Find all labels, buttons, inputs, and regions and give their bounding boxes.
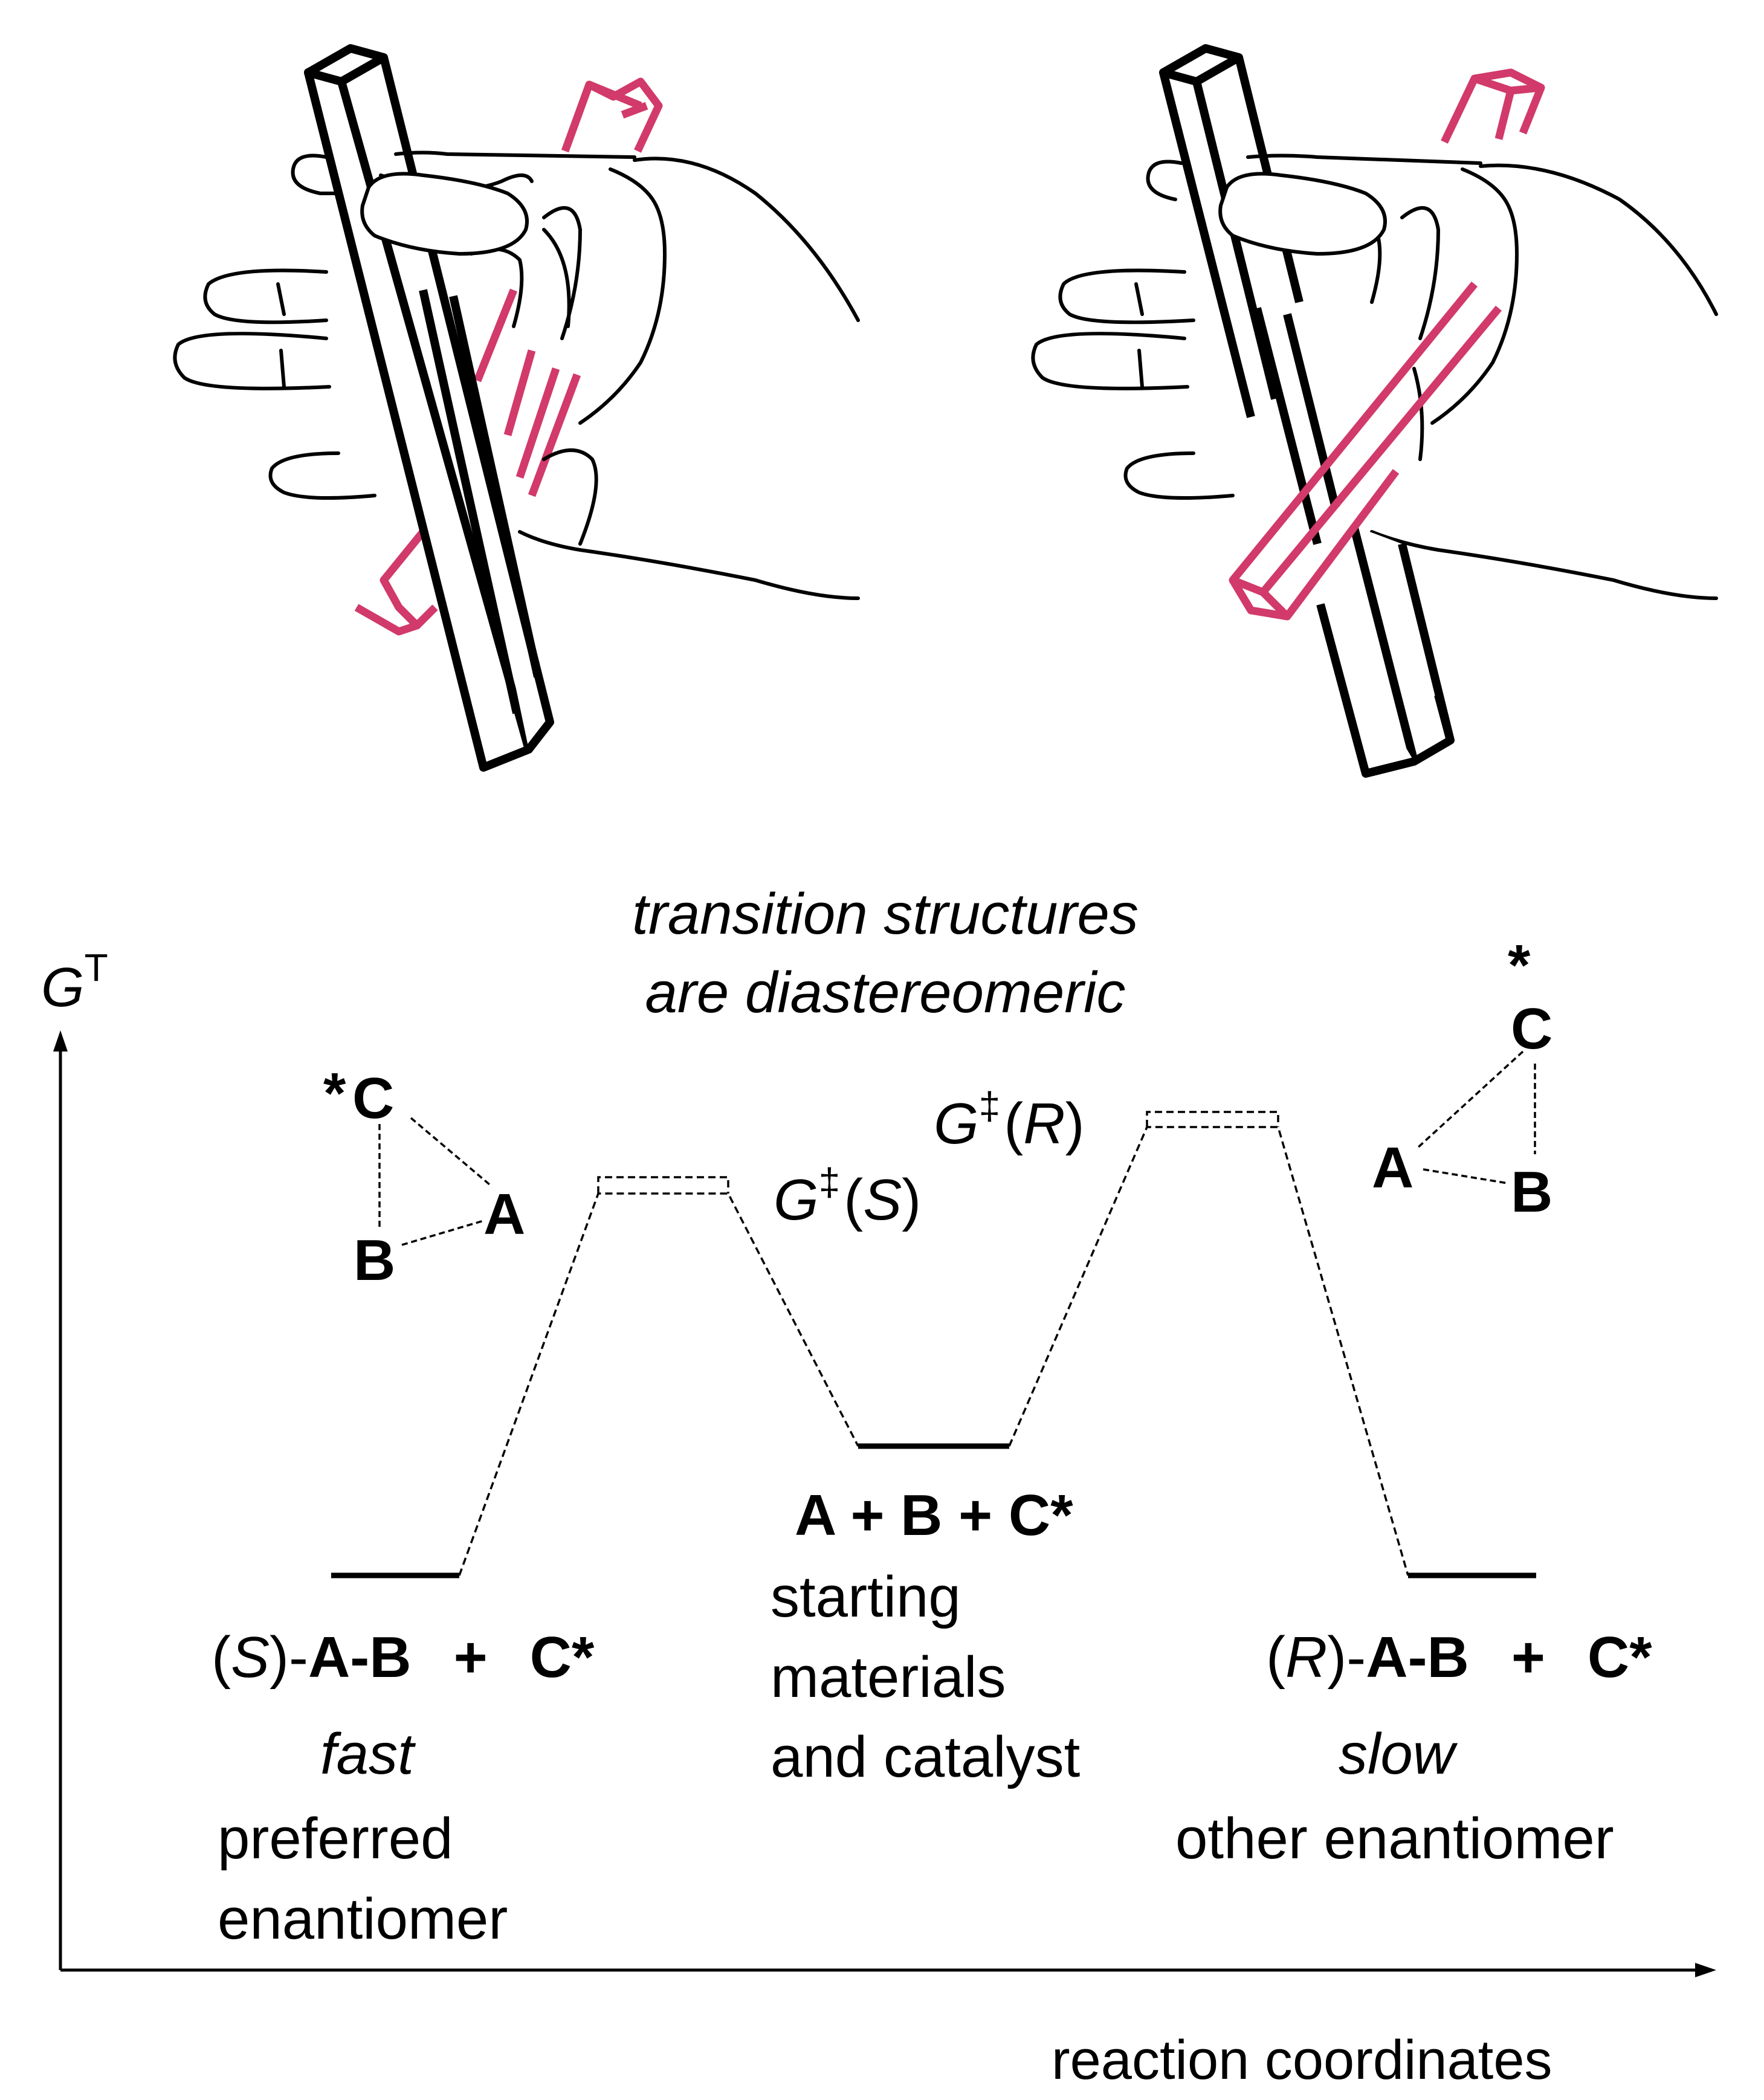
x-axis-arrow [1695,1963,1716,1977]
right-desc-line1: other enantiomer [1175,1806,1614,1871]
right-complex-star: * [1508,933,1531,998]
ts-S-label: G‡(S) [774,1160,921,1232]
axes [53,1030,1716,1977]
left-pink-rod [354,77,663,636]
ts-heading-line2: are diastereomeric [645,960,1126,1025]
right-complex-A: A [1372,1136,1413,1200]
y-axis-label: GT [41,946,108,1018]
left-ts-complex: * C A B [323,1061,525,1293]
left-complex-star: * [323,1061,346,1126]
right-thumb [1218,172,1387,256]
starting-desc-line3: and catalyst [771,1725,1080,1789]
left-complex-C: C [352,1066,394,1131]
starting-desc-line1: starting [771,1565,961,1629]
y-axis-arrow [53,1030,68,1052]
path-S-upper [597,1176,729,1194]
left-thumb [360,172,529,256]
starting-desc-line2: materials [771,1645,1006,1710]
right-complex-C: C [1511,997,1552,1061]
left-hand-illustration [173,44,860,772]
energy-levels [331,1443,1536,1578]
left-hand-outline [173,150,860,600]
left-complex-B: B [354,1228,395,1293]
right-complex-B: B [1511,1160,1552,1224]
right-ts-complex: * C A B [1372,933,1552,1224]
starting-state-label: A + B + C* [795,1483,1073,1548]
right-product-label: (R)-A-B+C* [1266,1625,1652,1690]
left-desc-line2: enantiomer [218,1887,508,1951]
right-hand-outline [1031,153,1718,600]
left-product-label: (S)-A-B+C* [212,1625,595,1690]
right-black-rod [1159,44,1455,778]
right-rate-label: slow [1339,1722,1458,1786]
right-hand-illustration [1031,44,1718,778]
y-axis-label-sup: T [85,946,108,989]
left-complex-A: A [483,1182,525,1247]
left-black-rod-inner-edges [419,289,542,714]
path-R [1008,1126,1409,1576]
reaction-paths [458,1111,1409,1576]
right-pink-rod [1229,68,1545,621]
ts-heading-line1: transition structures [632,882,1139,946]
left-desc-line1: preferred [218,1806,453,1871]
right-black-rod-inner-edges [1253,307,1340,545]
path-S [458,1192,859,1576]
x-axis-label: reaction coordinates [1052,2029,1552,2091]
path-R-upper [1146,1111,1279,1127]
ts-R-label: G‡(R) [934,1084,1085,1156]
left-rate-label: fast [320,1722,416,1786]
